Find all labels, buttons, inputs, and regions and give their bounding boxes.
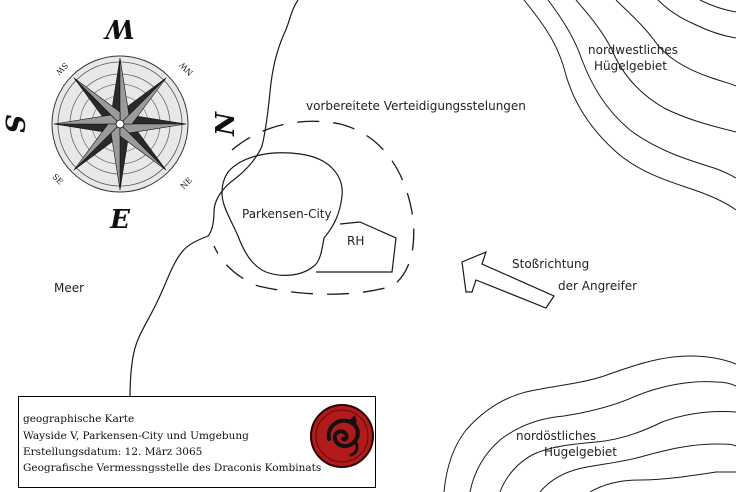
- label-nw-hills-line2: Hügelgebiet: [594, 59, 668, 73]
- label-sea: Meer: [54, 281, 85, 295]
- defense-line-outer: [213, 120, 415, 295]
- label-city: Parkensen-City: [242, 207, 332, 221]
- attack-arrow: [461, 250, 555, 309]
- label-ne-hills-line2: Hügelgebiet: [544, 445, 618, 459]
- nw-hill-contours: [523, 0, 736, 211]
- compass-top: W: [103, 13, 135, 43]
- compass-bottom-right: NE: [179, 176, 195, 192]
- compass-top-right: NW: [177, 60, 195, 78]
- label-attack-line1: Stoßrichtung: [512, 257, 590, 271]
- compass-rose: W E S N SW NW SE NE: [0, 13, 241, 235]
- map-legend: geographische Karte Wayside V, Parkensen…: [18, 396, 376, 488]
- city-outline: [221, 152, 343, 276]
- compass-right: N: [211, 111, 241, 137]
- coastline: [129, 0, 299, 399]
- ne-hill-contours: [443, 355, 736, 492]
- legend-line-4: Geografische Vermessngsstelle des Dracon…: [23, 462, 322, 474]
- legend-line-2: Wayside V, Parkensen-City und Umgebung: [23, 430, 249, 442]
- compass-bottom: E: [109, 205, 131, 235]
- compass-top-left: SW: [53, 61, 70, 78]
- rh-area: [316, 221, 397, 273]
- label-rh: RH: [347, 234, 365, 248]
- label-nw-hills-line1: nordwestliches: [588, 43, 678, 57]
- dragon-emblem-icon: [310, 404, 374, 468]
- legend-line-1: geographische Karte: [23, 413, 135, 425]
- compass-left: S: [0, 115, 29, 134]
- compass-bottom-left: SE: [50, 172, 64, 186]
- label-defense-positions: vorbereitete Verteidigungsstelungen: [306, 99, 526, 113]
- label-ne-hills-line1: nordöstliches: [516, 429, 597, 443]
- legend-line-3: Erstellungsdatum: 12. März 3065: [23, 446, 203, 458]
- label-attack-line2: der Angreifer: [558, 279, 638, 293]
